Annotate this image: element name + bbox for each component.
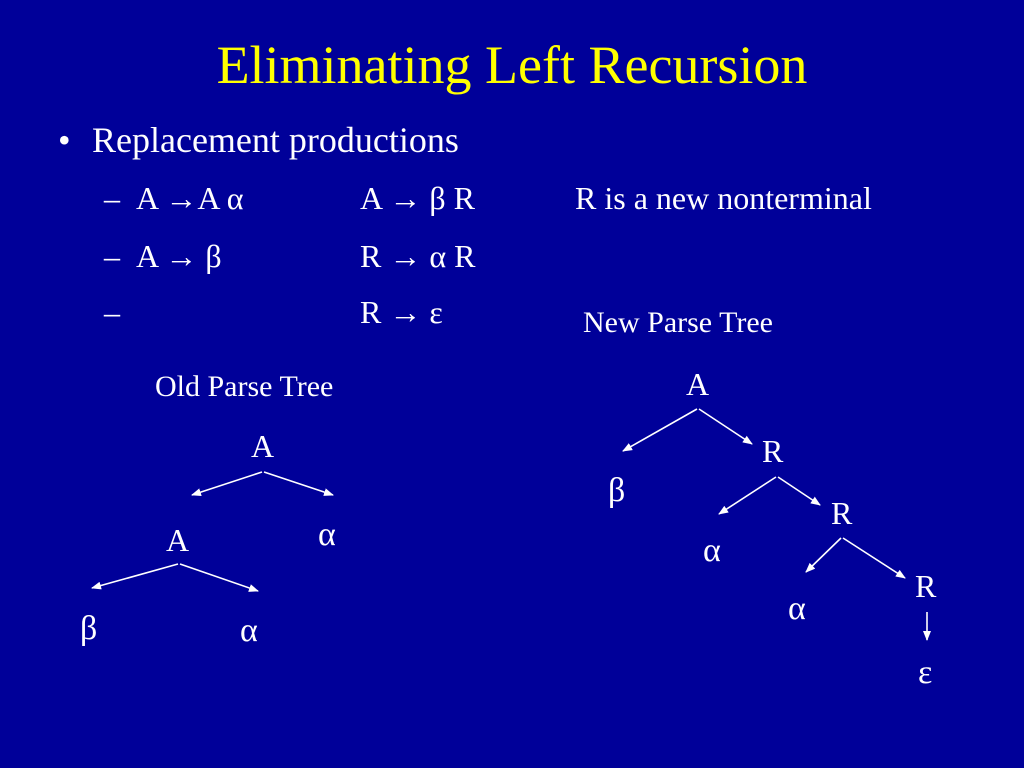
production-dash: – <box>104 238 120 274</box>
production-original: A → β <box>136 238 222 274</box>
old-node-alpha: α <box>318 516 336 553</box>
production-replacement: R → α R <box>360 238 476 274</box>
production-replacement: R → ε <box>360 294 443 330</box>
old-edge-a-to-beta <box>91 563 179 590</box>
new-node-r3: R <box>915 568 937 604</box>
new-node-r2: R <box>831 495 853 531</box>
new-tree-label: New Parse Tree <box>583 306 773 339</box>
old-node-a: A <box>166 522 190 558</box>
production-note: R is a new nonterminal <box>575 180 872 216</box>
bullet-marker: • <box>58 120 71 160</box>
new-edge-r1-to-r2 <box>777 476 821 506</box>
slide-title: Eliminating Left Recursion <box>216 35 808 95</box>
new-edge-root-to-beta <box>622 408 698 452</box>
old-leaf-beta: β <box>80 610 98 647</box>
new-edge-root-to-r1 <box>698 408 753 445</box>
new-node-r1: R <box>762 433 784 469</box>
old-edge-a-to-alpha <box>179 563 259 592</box>
new-edge-r1-to-alpha <box>718 476 777 515</box>
old-edge-root-to-a <box>191 471 263 496</box>
new-node-beta: β <box>608 472 626 509</box>
production-dash: – <box>104 180 120 216</box>
production-dash: – <box>104 294 120 330</box>
new-node-epsilon: ε <box>918 654 933 691</box>
production-replacement: A → β R <box>360 180 475 216</box>
old-leaf-alpha: α <box>240 612 258 649</box>
new-node-root: A <box>686 366 710 402</box>
bullet-text: Replacement productions <box>92 120 459 160</box>
new-node-alpha1: α <box>703 532 721 569</box>
old-edge-root-to-alpha <box>263 471 334 496</box>
new-node-alpha2: α <box>788 590 806 627</box>
old-tree-label: Old Parse Tree <box>155 370 334 403</box>
new-edge-r2-to-alpha <box>805 537 842 573</box>
old-node-root: A <box>251 428 275 464</box>
production-original: A →A α <box>136 180 244 216</box>
new-edge-r2-to-r3 <box>842 537 906 579</box>
